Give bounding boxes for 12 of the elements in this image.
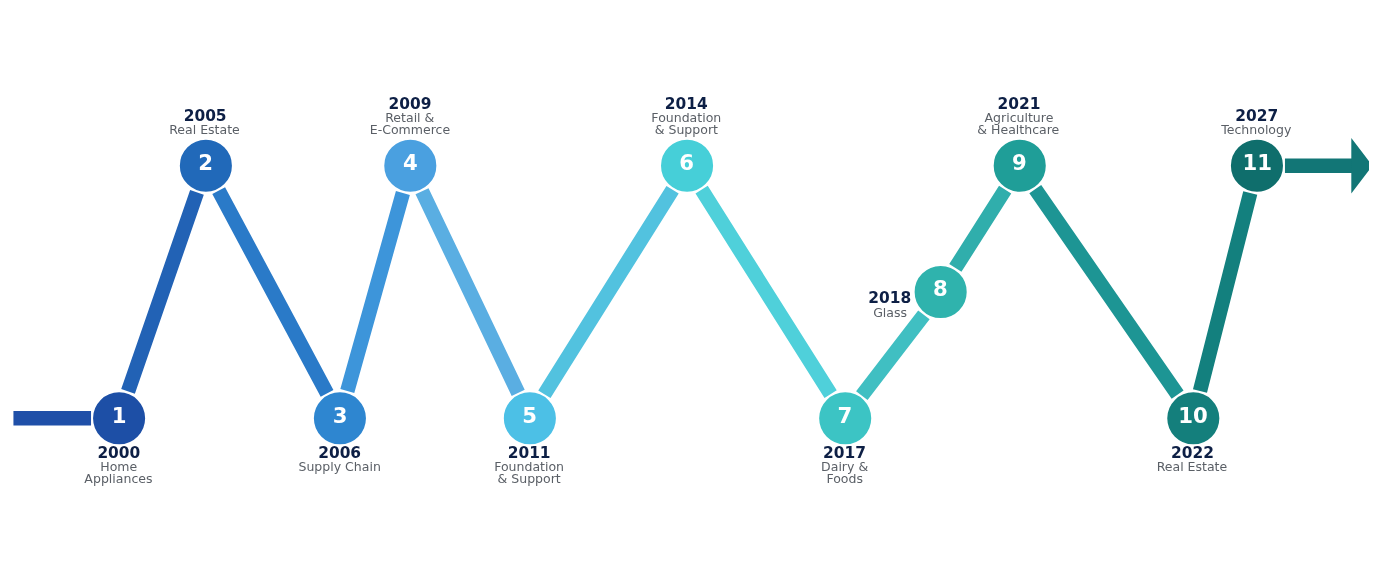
connector [695, 185, 837, 398]
connector [415, 187, 525, 396]
connector [538, 185, 679, 398]
connector [13, 410, 92, 426]
connector [1193, 190, 1258, 393]
arrow [1284, 137, 1369, 193]
connector [949, 185, 1012, 272]
connector [1029, 184, 1184, 399]
connector [856, 309, 930, 400]
connector [121, 189, 204, 394]
connector [340, 190, 410, 393]
connector [212, 186, 334, 397]
